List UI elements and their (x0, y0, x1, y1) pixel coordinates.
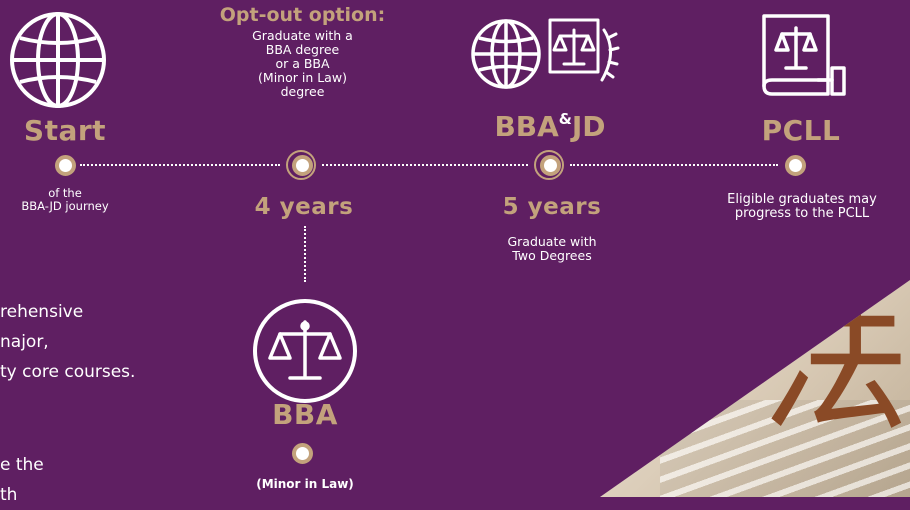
optout-line2: BBA degree (265, 42, 340, 57)
optout-line3: or a BBA (275, 56, 330, 71)
bbajd-caption: Graduate with Two Degrees (482, 235, 622, 263)
body-line-5: th (0, 485, 18, 505)
bbajd-title: BBA&JD (470, 110, 630, 143)
pcll-caption: Eligible graduates may progress to the P… (712, 193, 892, 221)
body-line-3: ty core courses. (0, 362, 136, 382)
calligraphy-photo: 法 (600, 280, 910, 497)
bba-caption: (Minor in Law) (256, 477, 354, 491)
timeline-node-start (55, 155, 76, 176)
body-paragraph-2: e the th (0, 450, 200, 510)
timeline-connector-3 (570, 164, 778, 166)
calligraphy-character: 法 (759, 280, 910, 452)
vertical-connector (304, 226, 306, 282)
bbajd-caption-line1: Graduate with (507, 234, 597, 249)
start-caption-line1: of the (48, 186, 82, 200)
laurel-icon (548, 18, 620, 82)
timeline-node-ring-5y (534, 150, 564, 180)
globe-icon (471, 19, 541, 89)
book-gavel-icon (762, 14, 846, 96)
body-line-4: e the (0, 455, 44, 475)
bbajd-title-right: JD (571, 110, 606, 143)
start-caption: of the BBA-JD journey (0, 187, 130, 212)
start-title: Start (23, 114, 107, 147)
body-line-2: najor, (0, 332, 49, 352)
bbajd-title-amp: & (558, 110, 572, 128)
body-line-1: rehensive (0, 302, 84, 322)
optout-line1: Graduate with a (252, 28, 353, 43)
globe-icon (10, 12, 106, 108)
timeline-node-ring-4y (286, 150, 316, 180)
optout-line5: degree (280, 84, 325, 99)
bbajd-caption-line2: Two Degrees (512, 248, 592, 263)
pcll-caption-line1: Eligible graduates may (727, 192, 877, 207)
years-5-label: 5 years (502, 194, 602, 220)
timeline-node-pcll (785, 155, 806, 176)
pcll-caption-line2: progress to the PCLL (734, 206, 870, 221)
start-caption-line2: BBA-JD journey (21, 198, 109, 213)
timeline-connector-1 (80, 164, 280, 166)
body-paragraph: rehensive najor, ty core courses. (0, 297, 200, 387)
scales-icon (253, 299, 357, 403)
timeline-connector-2 (322, 164, 528, 166)
timeline-node-4y (292, 155, 313, 176)
optout-heading: Opt-out option: (219, 4, 386, 26)
timeline-node-5y (540, 155, 561, 176)
years-4-label: 4 years (254, 194, 354, 220)
optout-line4: (Minor in Law) (258, 70, 347, 85)
optout-description: Graduate with a BBA degree or a BBA (Min… (230, 29, 375, 99)
pcll-title: PCLL (761, 114, 841, 147)
timeline-node-bba (292, 443, 313, 464)
bbajd-title-left: BBA (494, 110, 559, 143)
bba-title: BBA (272, 398, 338, 431)
